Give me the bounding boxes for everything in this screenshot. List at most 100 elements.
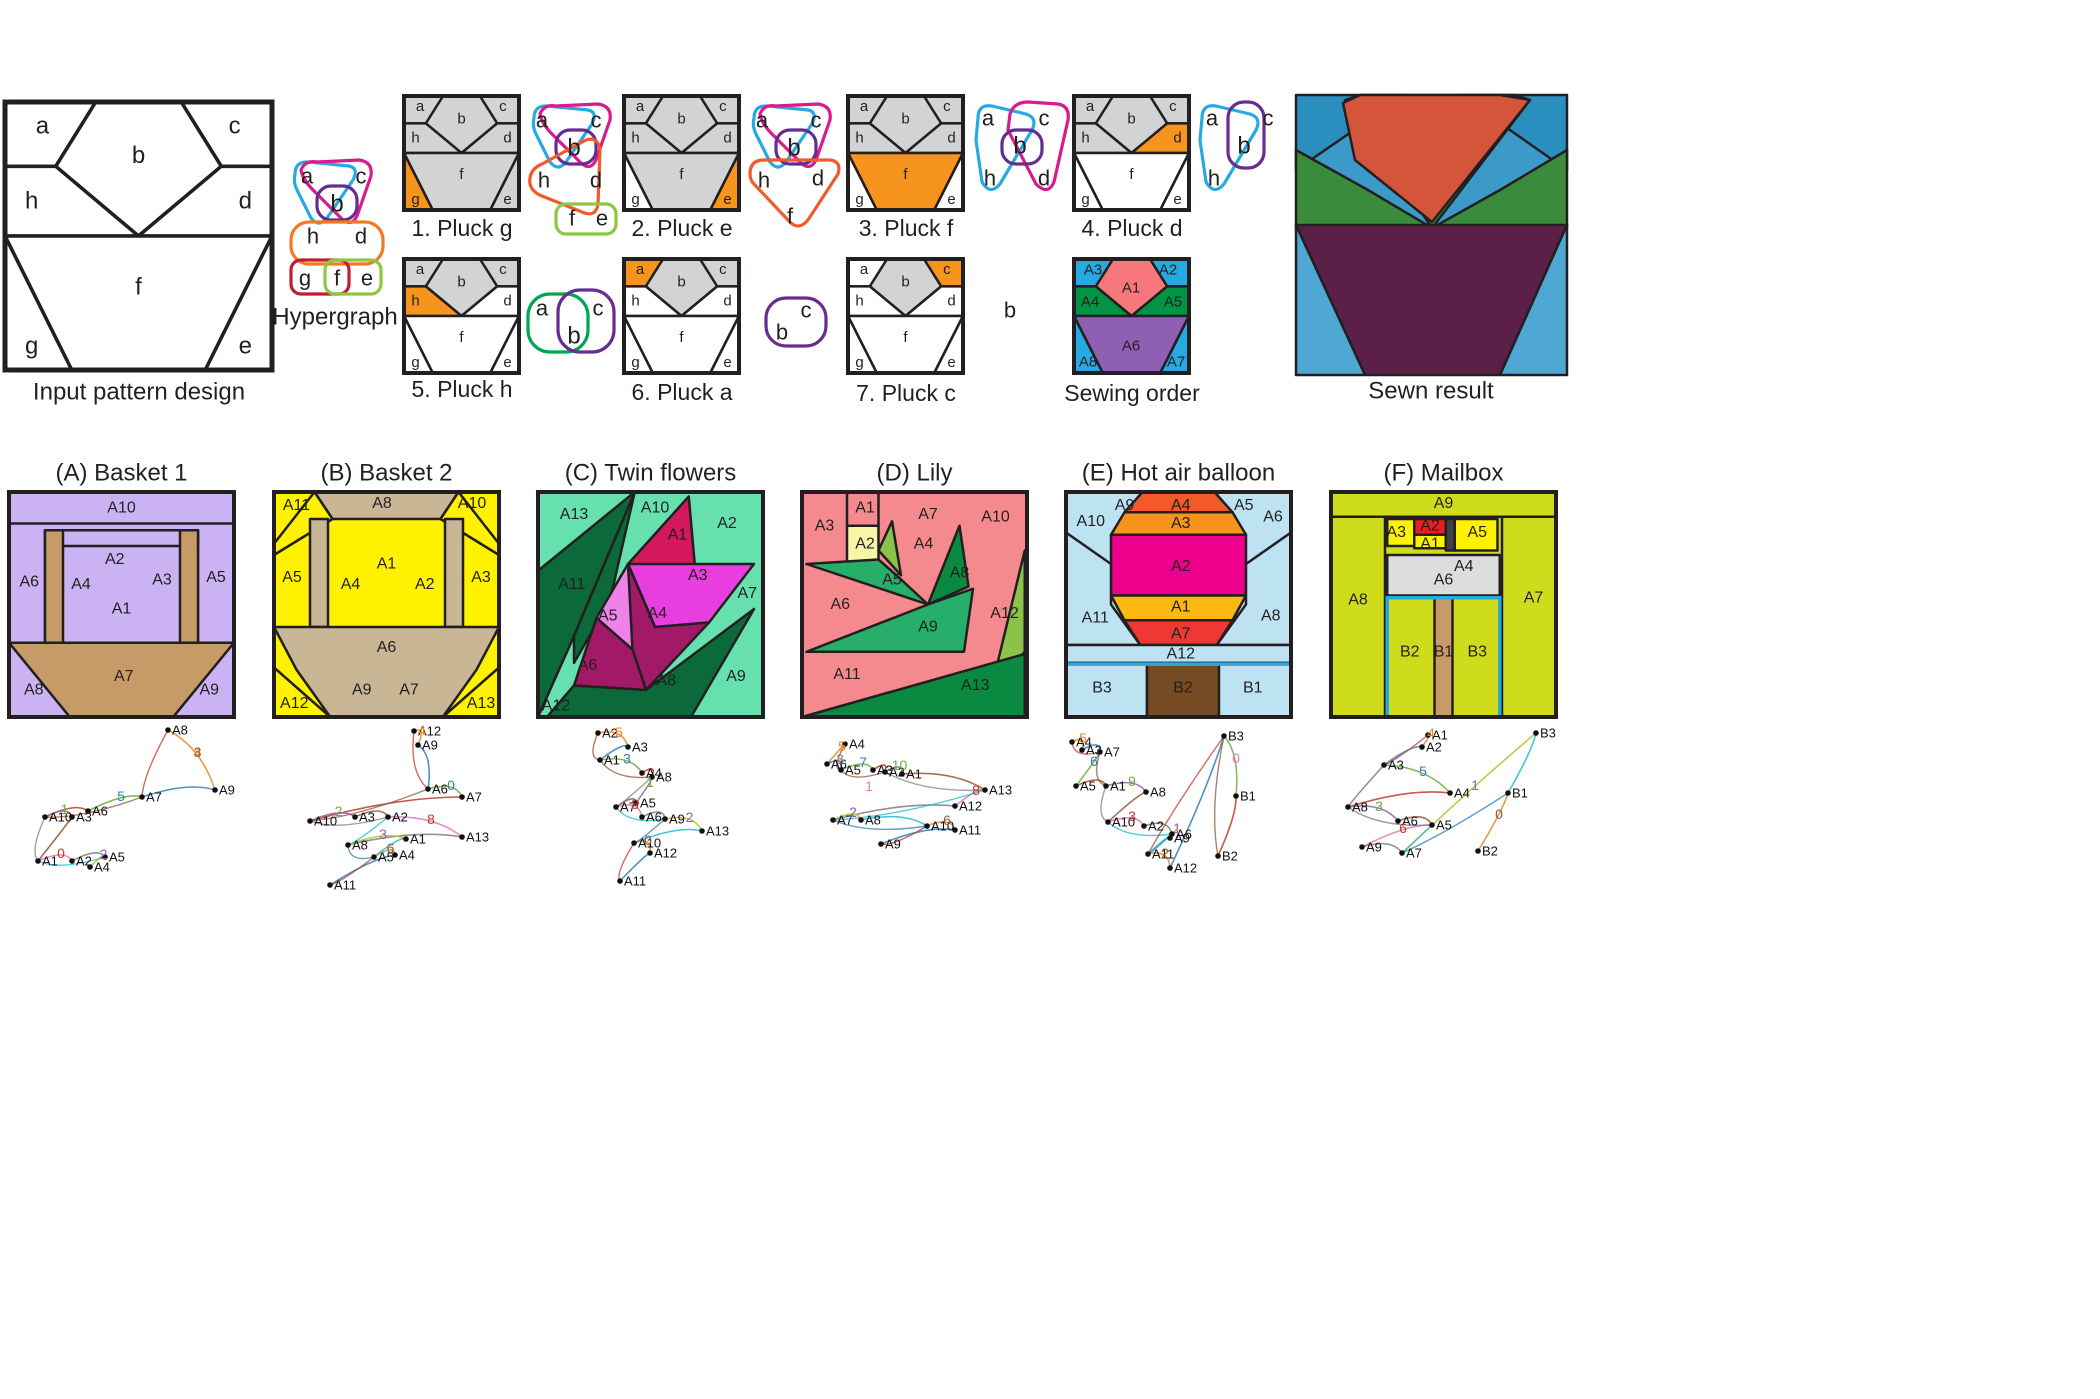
sewing-label-a4: A4 [1081,294,1099,311]
piece-label-c: c [229,113,241,140]
a2 [445,519,463,627]
graph-vertex-dot [1103,783,1109,789]
vertex-c: c [356,164,367,189]
hyperedge-number: 0 [644,832,652,848]
sewing-order-caption: Sewing order [1064,380,1200,406]
graph-vertex-label: A5 [640,796,656,811]
hyperedge-curve [593,733,600,760]
sewing-label-a3: A3 [1084,262,1102,279]
vertex-h: h [984,166,996,191]
piece-label: A12 [1167,646,1196,663]
piece-label: A6 [19,574,39,591]
vertex-c: c [591,108,602,133]
graph-vertex-dot [1381,762,1387,768]
graph-vertex-label: A2 [1148,819,1164,834]
graph-vertex-dot [1233,793,1239,799]
piece-label-e: e [723,191,731,208]
hyperedge-number: 3 [623,751,631,767]
panel-e: (E) Hot air balloonA9A4A5A10A3A6A2A11A8A… [1066,460,1291,718]
piece-label: A2 [717,515,737,532]
piece-label: B3 [1467,643,1487,660]
graph-vertex-label: A6 [646,810,662,825]
piece-label: A10 [981,508,1010,525]
piece-label-b: b [677,273,685,290]
piece-label: A12 [990,605,1019,622]
piece-label: B1 [1243,679,1263,696]
panel-title: (E) Hot air balloon [1082,460,1275,487]
graph-vertex-dot [1399,850,1405,856]
piece-label-b: b [901,110,909,127]
graph-vertex-dot [878,841,884,847]
graph-vertex-label: A7 [466,790,482,805]
piece-label-c: c [943,98,951,115]
graph-vertex-label: A2 [392,810,408,825]
graph-vertex-dot [1167,835,1173,841]
hyperedge-number: 8 [427,811,435,827]
piece-label-d: d [239,188,252,215]
graph-vertex-label: A12 [654,846,677,861]
hyperedge-number: 2 [849,804,857,820]
piece-label-h: h [1081,130,1089,147]
piece-label: A2 [415,576,435,593]
graph-vertex-label: A3 [359,810,375,825]
hyperedge-number: 0 [447,777,455,793]
piece-label: A6 [830,596,850,613]
hyperedge-number: 1 [1173,820,1181,836]
graph-vertex-dot [982,787,988,793]
hyperedge-number: 6 [387,840,395,856]
piece-label-h: h [855,293,863,310]
piece-label-b: b [1127,110,1135,127]
piece-label-c: c [1169,98,1177,115]
piece-label-a: a [1086,98,1095,115]
piece-label: A1 [1420,535,1440,552]
piece-label: A9 [1115,497,1135,514]
vertex-b: b [567,323,580,350]
graph-vertex-dot [69,858,75,864]
hypergraph-after-f: acbhd [976,102,1068,191]
input-pattern-caption: Input pattern design [33,379,245,406]
piece-label: A6 [1263,508,1283,525]
piece-label-f: f [135,273,142,300]
piece-label: A9 [918,619,938,636]
panel-title: (D) Lily [877,460,953,487]
graph-vertex-dot [1505,790,1511,796]
piece-label: A6 [377,639,397,656]
graph-vertex-label: A11 [334,878,356,893]
piece-label: A2 [1171,558,1191,575]
vertex-b: b [787,135,800,162]
piece-label-h: h [411,293,419,310]
hyperedge-number: 0 [1495,806,1503,822]
piece-label: A1 [1171,598,1191,615]
panel-a-hypergraph: A8A9A7A6A10A3A1A2A5A4451023 [35,723,235,875]
graph-vertex-label: A1 [906,767,922,782]
a2 [45,530,198,546]
hypergraph-caption: Hypergraph [272,304,397,331]
piece-label: A5 [282,569,302,586]
graph-vertex-label: A4 [1454,786,1470,801]
vertex-a: a [1206,106,1219,131]
sewing-label-a6: A6 [1122,338,1140,355]
piece-label-c: c [719,261,727,278]
piece-label: A10 [107,499,136,516]
graph-vertex-dot [1143,789,1149,795]
hyperedge-number: 0 [57,845,65,861]
vertex-a: a [536,108,549,133]
graph-vertex-dot [352,814,358,820]
graph-vertex-label: A9 [1366,840,1382,855]
panel-b-hypergraph: A12A9A6A7A10A3A2A13A8A1A5A4A11402836 [307,722,489,893]
hyperedge-number: 9 [1128,773,1136,789]
hypergraph-after-e: acbhdf [750,104,839,229]
graph-vertex-label: A3 [1388,758,1404,773]
graph-vertex-dot [403,836,409,842]
sewn-result-caption: Sewn result [1368,378,1494,405]
hyperedge-number: 3 [194,744,202,760]
graph-vertex-dot [952,827,958,833]
vertex-h: h [1208,166,1220,191]
graph-vertex-dot [1359,844,1365,850]
graph-vertex-label: B1 [1512,786,1528,801]
piece-label: A9 [352,682,372,699]
hyperedge-number: 2 [686,809,694,825]
graph-vertex-dot [1069,739,1075,745]
